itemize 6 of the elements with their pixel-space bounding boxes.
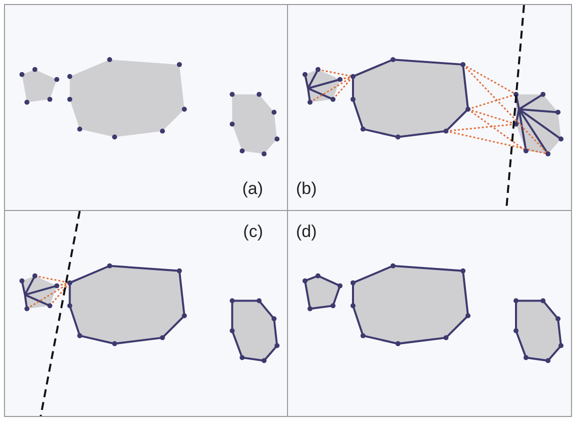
- panel-label: (a): [242, 178, 263, 200]
- panel-label: (d): [296, 220, 317, 242]
- panel-label: (b): [296, 178, 317, 200]
- panel: [288, 210, 571, 416]
- panel-label: (c): [243, 220, 263, 242]
- panel: [5, 5, 288, 210]
